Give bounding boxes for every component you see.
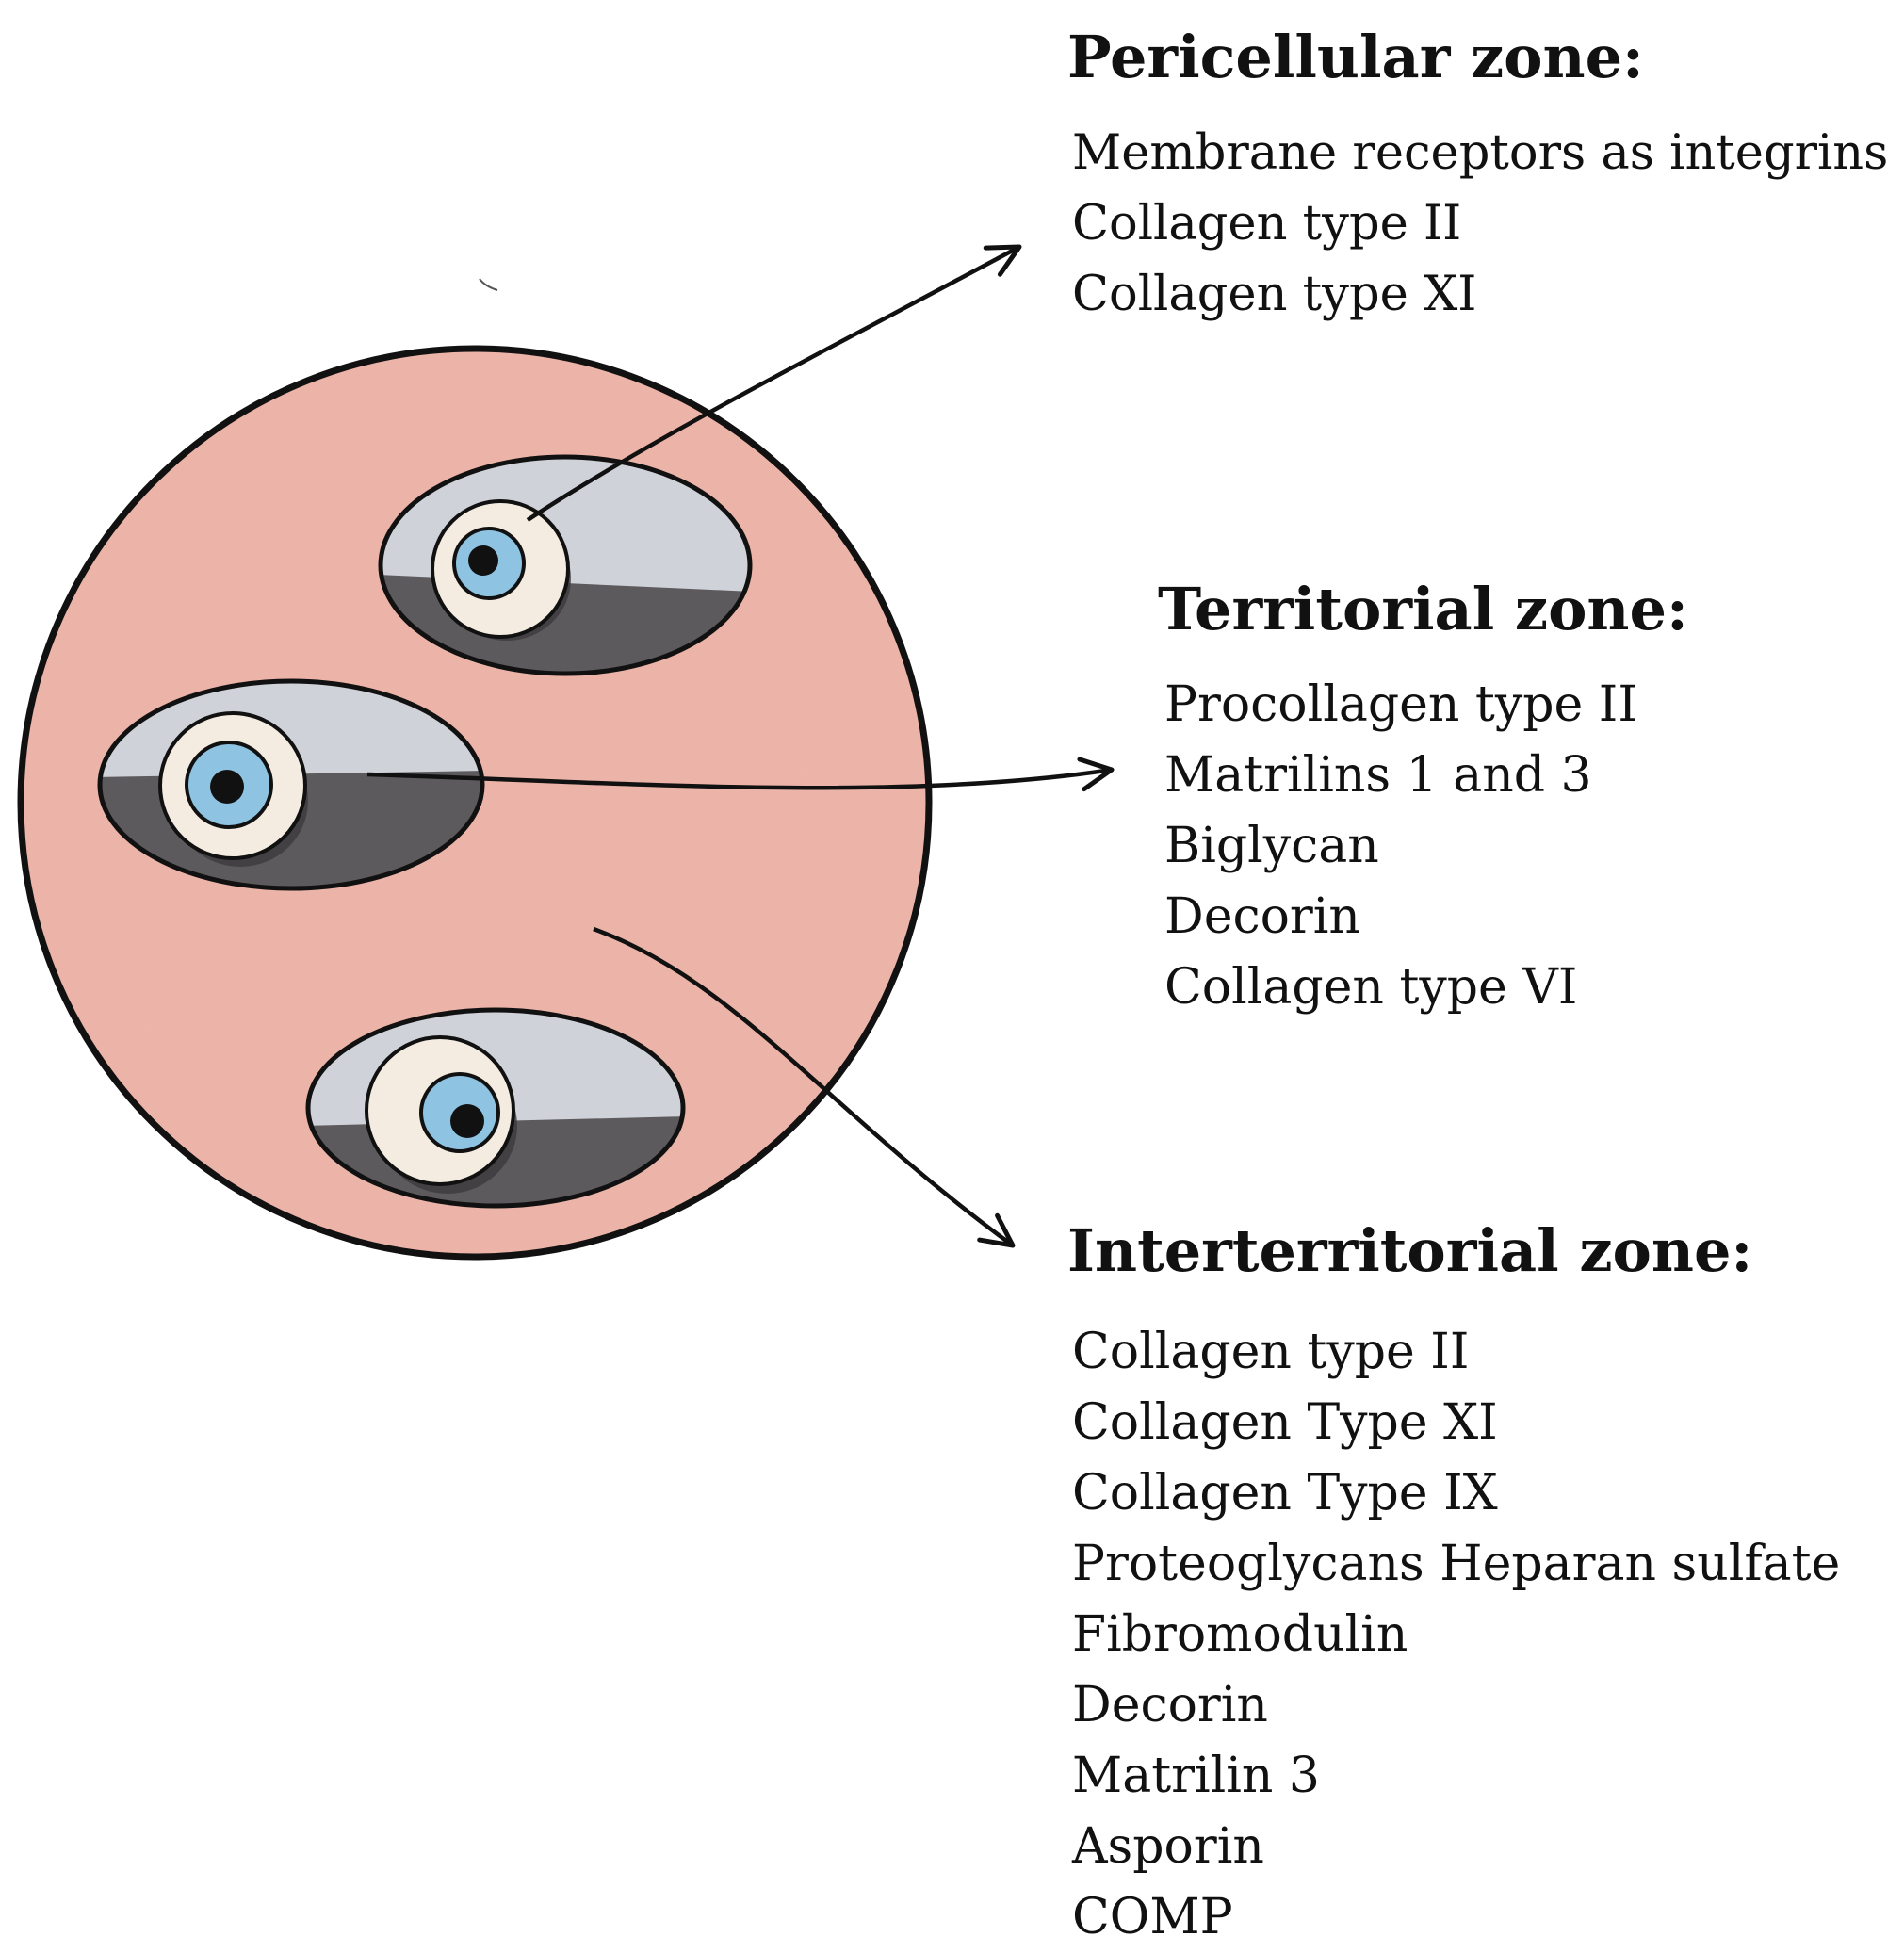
list-item: Asporin bbox=[1072, 1818, 1264, 1875]
lacuna-middle bbox=[97, 678, 485, 891]
territorial-zone-title: Territorial zone: bbox=[1158, 575, 1688, 643]
pericellular-zone-title: Pericellular zone: bbox=[1067, 23, 1644, 91]
lacuna-bottom bbox=[305, 1007, 686, 1209]
list-item: Collagen type VI bbox=[1164, 959, 1578, 1016]
chondrocyte-bottom bbox=[365, 1035, 517, 1194]
stray-mark bbox=[479, 278, 498, 291]
list-item: Collagen Type XI bbox=[1072, 1394, 1498, 1451]
list-item: Collagen Type IX bbox=[1072, 1465, 1498, 1522]
list-item: Fibromodulin bbox=[1072, 1606, 1408, 1663]
list-item: Decorin bbox=[1164, 888, 1360, 945]
arrow-territorial bbox=[366, 757, 1115, 792]
territorial-zone-list: Procollagen type II Matrilins 1 and 3 Bi… bbox=[1164, 670, 1637, 1023]
list-item: Collagen type II bbox=[1072, 196, 1462, 252]
list-item: COMP bbox=[1072, 1889, 1233, 1945]
list-item: Biglycan bbox=[1164, 818, 1379, 874]
chondrocyte-middle bbox=[158, 711, 308, 867]
list-item: Proteoglycans Heparan sulfate bbox=[1072, 1536, 1841, 1592]
chondrocyte-top bbox=[431, 499, 571, 641]
lacuna-top bbox=[378, 454, 753, 676]
arrow-interterritorial bbox=[593, 926, 1016, 1248]
list-item: Decorin bbox=[1072, 1677, 1268, 1733]
arrow-pericellular bbox=[526, 244, 1022, 522]
pericellular-zone-list: Membrane receptors as integrins Collagen… bbox=[1072, 118, 1888, 330]
list-item: Collagen type II bbox=[1072, 1324, 1470, 1380]
list-item: Membrane receptors as integrins bbox=[1072, 125, 1889, 181]
list-item: Matrilins 1 and 3 bbox=[1164, 747, 1592, 804]
interterritorial-zone-title: Interterritorial zone: bbox=[1067, 1216, 1753, 1285]
list-item: Procollagen type II bbox=[1164, 676, 1637, 733]
list-item: Matrilin 3 bbox=[1072, 1748, 1320, 1804]
list-item: Collagen type XI bbox=[1072, 267, 1477, 322]
interterritorial-zone-list: Collagen type II Collagen Type XI Collag… bbox=[1072, 1317, 1840, 1953]
